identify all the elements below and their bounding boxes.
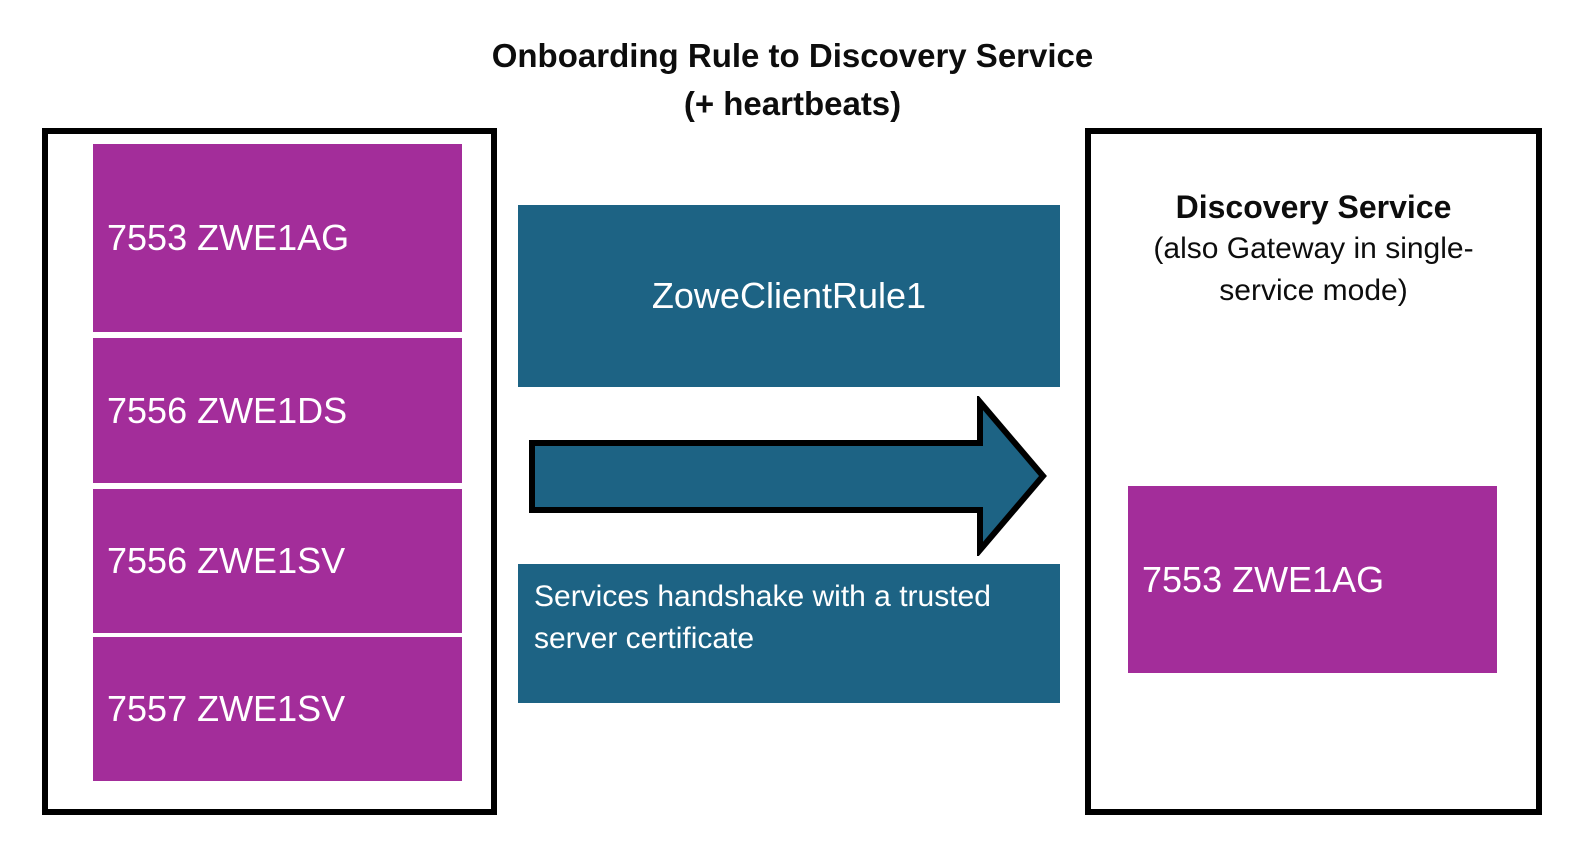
service-label: 7553 ZWE1AG (107, 217, 350, 258)
rule-label: ZoweClientRule1 (651, 275, 927, 316)
service-box-7556-zwe1sv: 7556 ZWE1SV (93, 489, 462, 633)
service-box-7553-zwe1ag-registered: 7553 ZWE1AG (1128, 486, 1497, 673)
service-box-7553-zwe1ag: 7553 ZWE1AG (93, 144, 462, 332)
discovery-service-subtitle: (also Gateway in single-service mode) (1153, 232, 1474, 307)
service-label: 7556 ZWE1DS (107, 389, 348, 431)
right-arrow-icon (529, 396, 1047, 556)
diagram-title-line1: Onboarding Rule to Discovery Service (491, 37, 1094, 74)
service-label: 7557 ZWE1SV (107, 688, 346, 729)
handshake-note-box: Services handshake with a trusted server… (518, 564, 1060, 703)
client-services-panel: 7553 ZWE1AG 7556 ZWE1DS 7556 ZWE1SV 7557… (42, 128, 497, 815)
handshake-note: Services handshake with a trusted server… (534, 580, 991, 655)
service-label: 7553 ZWE1AG (1142, 558, 1385, 600)
discovery-service-panel: Discovery Service (also Gateway in singl… (1085, 128, 1542, 815)
service-box-7556-zwe1ds: 7556 ZWE1DS (93, 338, 462, 483)
diagram-title-line2: (+ heartbeats) (683, 85, 902, 122)
onboarding-rule-box: ZoweClientRule1 (518, 205, 1060, 387)
discovery-service-header: Discovery Service (also Gateway in singl… (1091, 186, 1536, 312)
diagram-title: Onboarding Rule to Discovery Service (+ … (0, 32, 1585, 128)
service-label: 7556 ZWE1SV (107, 540, 346, 581)
service-box-7557-zwe1sv: 7557 ZWE1SV (93, 637, 462, 781)
discovery-service-title: Discovery Service (1175, 189, 1452, 225)
